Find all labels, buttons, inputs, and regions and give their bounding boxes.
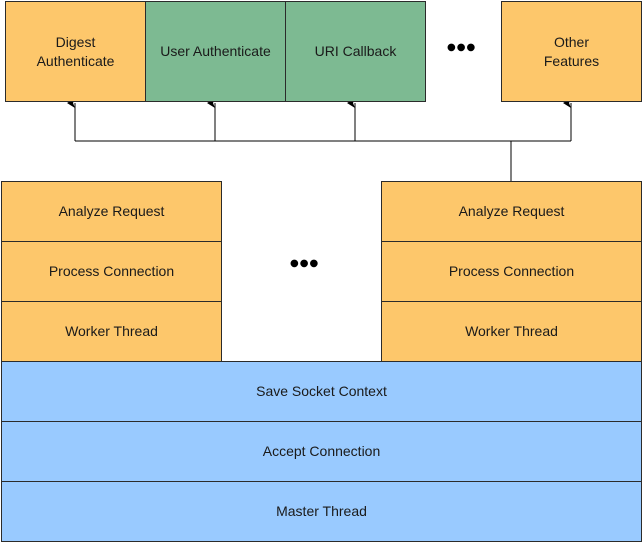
left-analyze-request: Analyze Request (1, 181, 222, 242)
right-analyze-request: Analyze Request (381, 181, 642, 242)
left-process-connection: Process Connection (1, 241, 222, 302)
feature-uri-callback: URI Callback (285, 1, 426, 102)
save-socket-context: Save Socket Context (1, 361, 642, 422)
worker-ellipsis: ●●● (290, 258, 320, 269)
left-worker-thread: Worker Thread (1, 301, 222, 362)
feature-user-authenticate: User Authenticate (145, 1, 286, 102)
feature-other: Other Features (501, 1, 642, 102)
feature-ellipsis: ●●● (447, 42, 477, 53)
master-thread: Master Thread (1, 481, 642, 542)
right-worker-thread: Worker Thread (381, 301, 642, 362)
right-process-connection: Process Connection (381, 241, 642, 302)
accept-connection: Accept Connection (1, 421, 642, 482)
feature-digest-authenticate: Digest Authenticate (5, 1, 146, 102)
